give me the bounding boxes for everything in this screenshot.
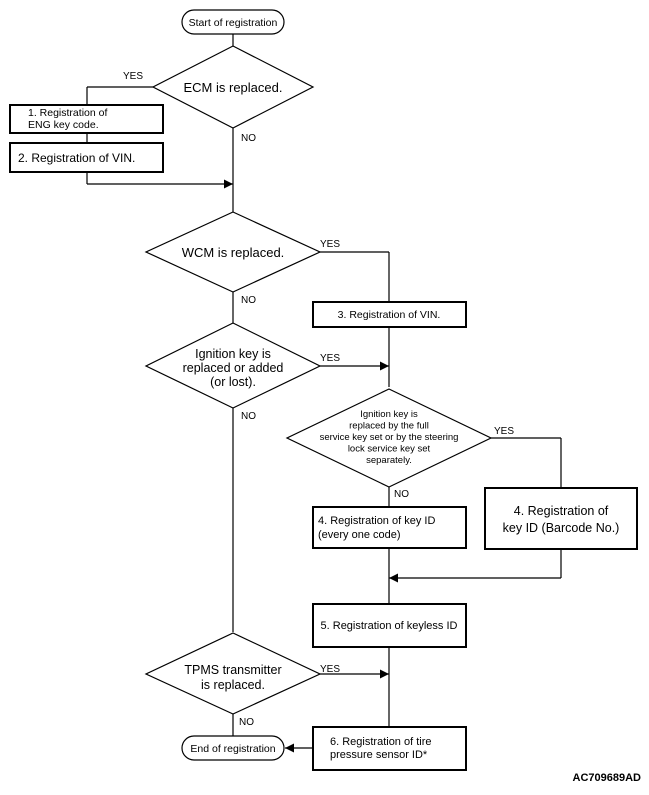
label-tpms-no: NO bbox=[239, 717, 254, 728]
label-ignition-yes: YES bbox=[320, 353, 340, 364]
label-wcm-yes: YES bbox=[320, 239, 340, 250]
text-line: key ID (Barcode No.) bbox=[503, 521, 620, 535]
terminal-end: End of registration bbox=[181, 735, 285, 761]
text-line: 5. Registration of keyless ID bbox=[321, 620, 458, 632]
end-label: End of registration bbox=[190, 743, 275, 755]
text-line: separately. bbox=[366, 455, 412, 466]
text-line: replaced or added bbox=[183, 361, 284, 375]
figure-code: AC709689AD bbox=[572, 772, 641, 784]
text-line: lock service key set bbox=[348, 444, 431, 455]
text-line: 2. Registration of VIN. bbox=[18, 151, 135, 165]
text-line: TPMS transmitter bbox=[184, 663, 281, 677]
connectors bbox=[86, 34, 562, 753]
text-line: ECM is replaced. bbox=[184, 80, 283, 95]
text-line: 1. Registration of bbox=[28, 107, 107, 119]
text-line: Ignition key is bbox=[195, 347, 271, 361]
text-line: 4. Registration of key ID bbox=[318, 515, 435, 527]
label-wcm-no: NO bbox=[241, 295, 256, 306]
step-registration-vin-wcm: 3. Registration of VIN. bbox=[312, 301, 467, 328]
text-line: 3. Registration of VIN. bbox=[338, 309, 441, 321]
text-line: Ignition key is bbox=[360, 409, 418, 420]
label-tpms-yes: YES bbox=[320, 664, 340, 675]
step-vin-a-label: 2. Registration of VIN. bbox=[18, 151, 135, 165]
step-key-id-label: 4. Registration of key ID (every one code… bbox=[318, 515, 435, 541]
label-ignition-no: NO bbox=[241, 411, 256, 422]
text-line: (every one code) bbox=[318, 529, 401, 541]
text-line: 4. Registration of bbox=[514, 504, 609, 518]
text-line: 6. Registration of tire bbox=[330, 736, 432, 748]
text-line: WCM is replaced. bbox=[182, 245, 285, 260]
label-ecm-no: NO bbox=[241, 133, 256, 144]
terminal-start: Start of registration bbox=[181, 9, 285, 35]
text-line: pressure sensor ID* bbox=[330, 749, 428, 761]
text-line: replaced by the full bbox=[349, 421, 429, 432]
label-fullset-yes: YES bbox=[494, 426, 514, 437]
step-registration-key-id-barcode: 4. Registration of key ID (Barcode No.) bbox=[484, 487, 638, 550]
step-keyless-label: 5. Registration of keyless ID bbox=[321, 620, 458, 632]
decision-ecm-replaced: ECM is replaced. bbox=[151, 45, 315, 129]
branch-labels: YES NO YES NO YES NO YES NO YES NO bbox=[123, 71, 514, 728]
step-vin-b-label: 3. Registration of VIN. bbox=[338, 309, 441, 321]
step-key-barcode-label: 4. Registration of key ID (Barcode No.) bbox=[503, 504, 620, 535]
start-label: Start of registration bbox=[189, 17, 278, 29]
label-ecm-yes: YES bbox=[123, 71, 143, 82]
text-line: (or lost). bbox=[210, 375, 256, 389]
decision-wcm-label: WCM is replaced. bbox=[182, 245, 285, 260]
text-line: service key set or by the steering bbox=[320, 432, 459, 443]
text-line: ENG key code. bbox=[28, 119, 99, 131]
step-registration-keyless-id: 5. Registration of keyless ID bbox=[312, 603, 467, 648]
step-registration-vin-ecm: 2. Registration of VIN. bbox=[9, 142, 164, 173]
decision-wcm-replaced: WCM is replaced. bbox=[144, 211, 322, 293]
step-registration-key-id: 4. Registration of key ID (every one code… bbox=[312, 506, 467, 549]
decision-ecm-label: ECM is replaced. bbox=[184, 80, 283, 95]
label-fullset-no: NO bbox=[394, 489, 409, 500]
text-line: is replaced. bbox=[201, 678, 265, 692]
